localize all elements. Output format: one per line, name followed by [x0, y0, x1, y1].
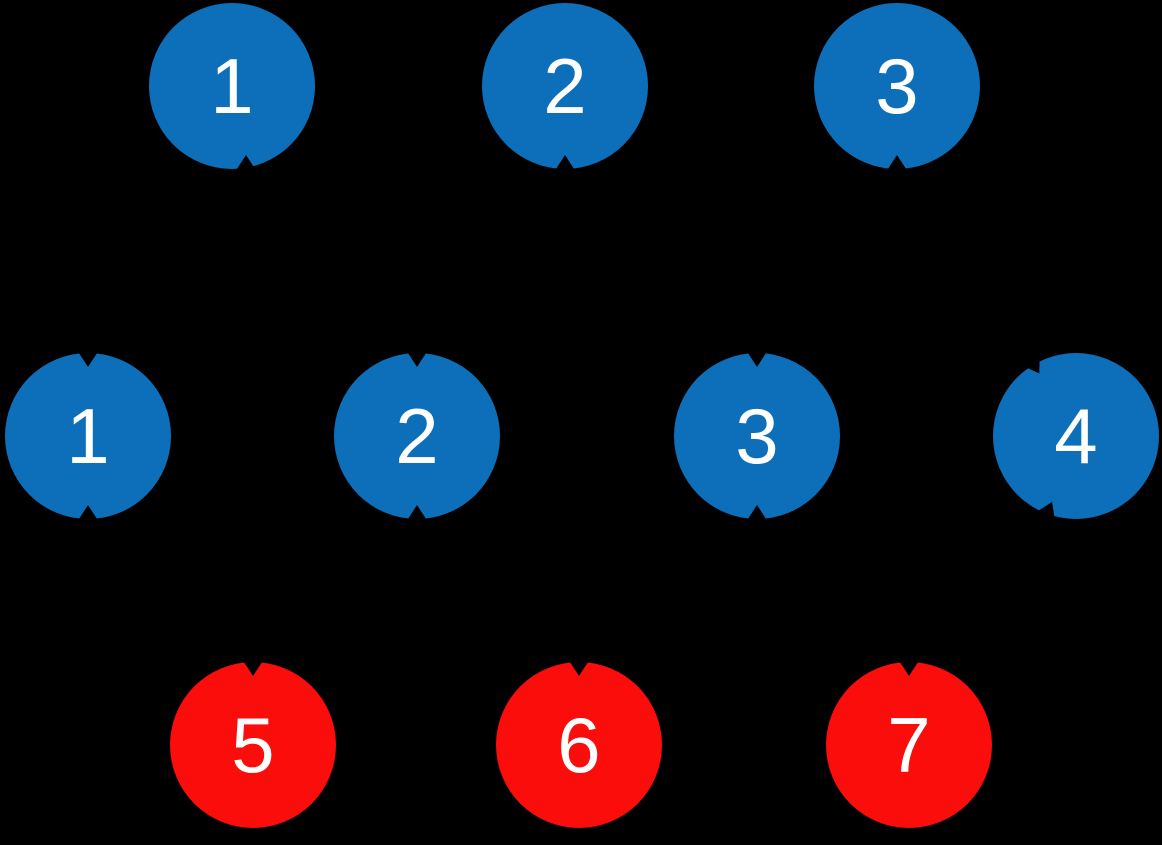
- node-middle-4: 4: [993, 349, 1159, 526]
- node-label: 2: [543, 42, 587, 130]
- node-label: 3: [875, 42, 919, 130]
- node-label: 4: [1054, 392, 1098, 480]
- edge-arrowhead-notch: [566, 656, 592, 676]
- edge-arrowhead-notch: [75, 347, 101, 367]
- node-label: 2: [395, 392, 439, 480]
- node-label: 7: [887, 701, 931, 789]
- edge-arrowhead-notch: [836, 665, 862, 690]
- edge-arrowhead-notch: [233, 155, 259, 175]
- edge-arrowhead-notch: [896, 656, 922, 676]
- edge-arrowhead-notch: [744, 505, 770, 525]
- node-top-1: 1: [149, 3, 315, 175]
- node-middle-1: 1: [5, 347, 171, 525]
- node-top-2: 2: [482, 3, 648, 175]
- node-middle-2: 2: [334, 347, 500, 525]
- edge-arrowhead-notch: [1032, 496, 1064, 526]
- edge-arrowhead-notch: [1017, 349, 1051, 381]
- edge-arrowhead-notch: [180, 665, 206, 690]
- node-bottom-5: 5: [170, 656, 336, 828]
- edge-arrowhead-notch: [300, 665, 326, 690]
- node-bottom-6: 6: [496, 656, 662, 828]
- edge-arrowhead-notch: [956, 665, 982, 690]
- edge-arrowhead-notch: [404, 347, 430, 367]
- edge-arrowhead-notch: [552, 155, 578, 175]
- edge-arrowhead-notch: [240, 656, 266, 676]
- node-bottom-7: 7: [826, 656, 992, 828]
- node-top-3: 3: [814, 3, 980, 175]
- edge-arrowhead-notch: [884, 155, 910, 175]
- node-label: 5: [231, 701, 275, 789]
- edge-arrowhead-notch: [404, 505, 430, 525]
- node-middle-3: 3: [674, 347, 840, 525]
- node-label: 1: [66, 392, 110, 480]
- edge-arrowhead-notch: [75, 505, 101, 525]
- edge-arrowhead-notch: [626, 665, 652, 690]
- edge-arrowhead-notch: [744, 347, 770, 367]
- node-label: 1: [210, 42, 254, 130]
- node-label: 6: [557, 701, 601, 789]
- edge-arrowhead-notch: [506, 665, 532, 690]
- node-label: 3: [735, 392, 779, 480]
